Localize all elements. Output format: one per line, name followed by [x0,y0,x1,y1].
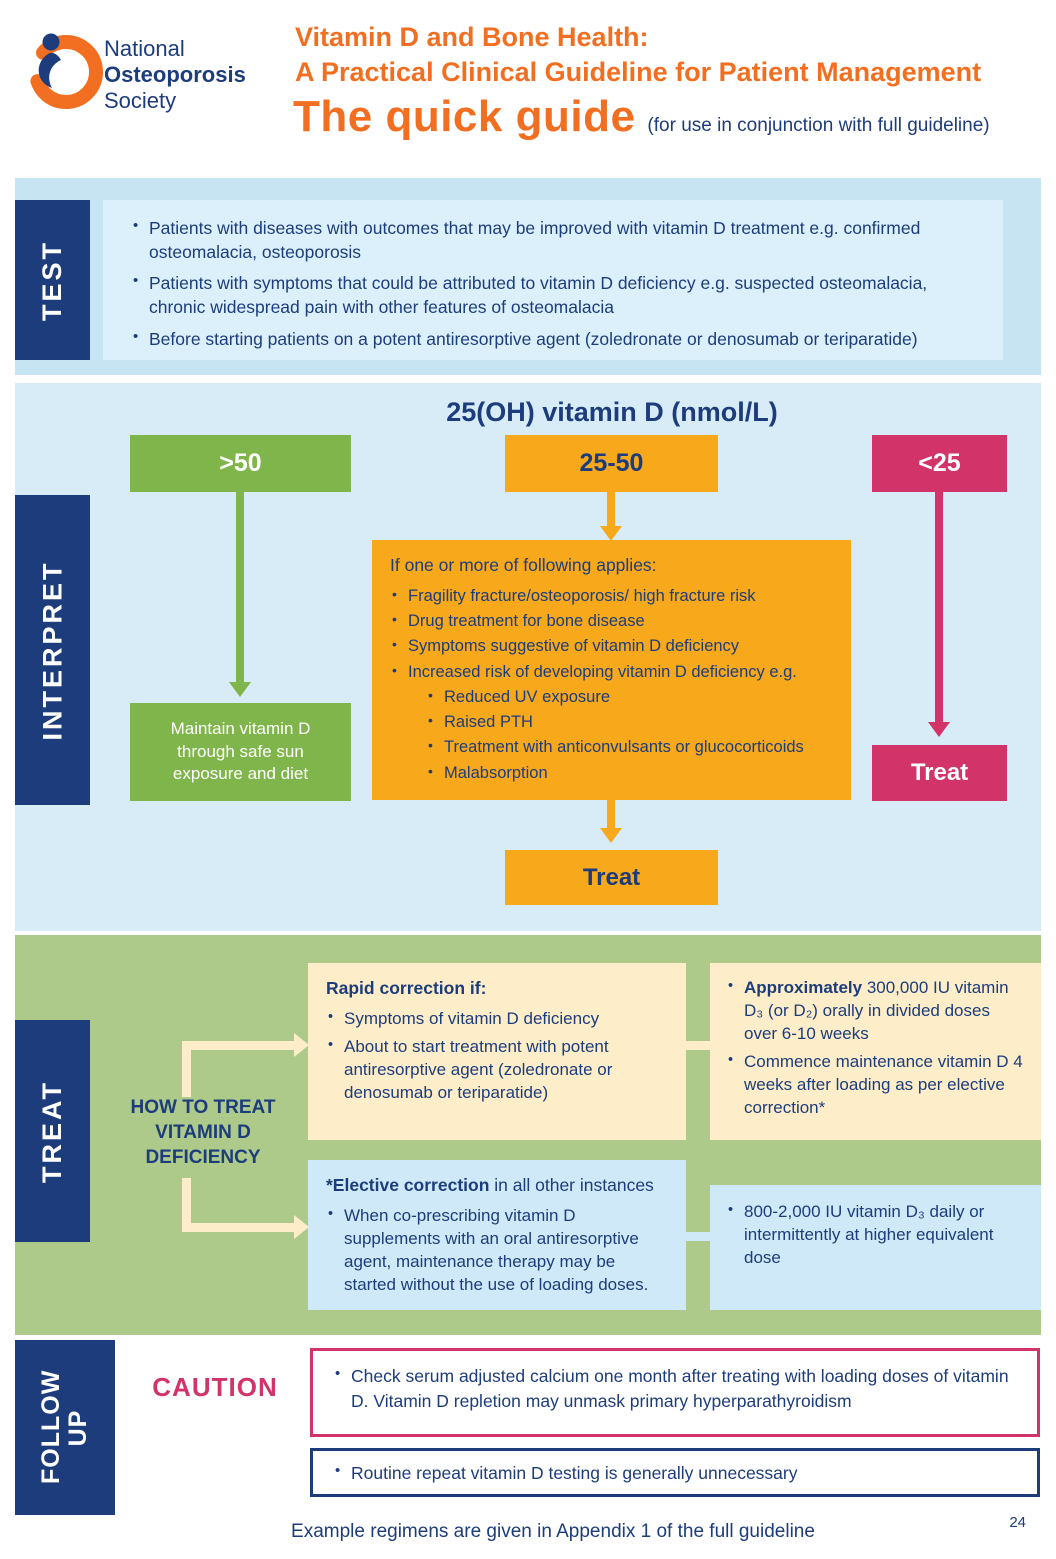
elective-correction-list: When co-prescribing vitamin D supplement… [326,1205,668,1297]
list-item: Treatment with anticonvulsants or glucoc… [426,736,833,758]
doc-title-line1: Vitamin D and Bone Health: [295,22,649,52]
maintain-outcome-box: Maintain vitamin D through safe sun expo… [130,703,351,801]
green-arrow-down-icon [229,682,251,697]
nos-logo-text: National Osteoporosis Society [104,36,246,114]
range-box-over-50: >50 [130,435,351,492]
range-box-25-50: 25-50 [505,435,718,492]
range-box-under-25: <25 [872,435,1007,492]
criteria-title: If one or more of following applies: [390,555,657,575]
test-section-label: TEST [15,200,90,360]
quick-guide-row: The quick guide (for use in conjunction … [293,92,990,142]
how-to-treat-heading: HOW TO TREAT VITAMIN D DEFICIENCY [130,1097,276,1169]
interpret-section: 25(OH) vitamin D (nmol/L) INTERPRET >50 … [15,383,1041,931]
caution-list: Check serum adjusted calcium one month a… [333,1364,1017,1413]
criteria-sub-list: Reduced UV exposure Raised PTH Treatment… [426,686,833,784]
list-item: Commence maintenance vitamin D 4 weeks a… [726,1051,1025,1120]
elective-title-bold: *Elective correction [326,1175,490,1195]
elective-dose-box: 800-2,000 IU vitamin D₃ daily or intermi… [710,1185,1041,1310]
follow-up-section-label: FOLLOW UP [15,1340,115,1515]
logo-name-line3: Society [104,88,177,113]
list-item: Raised PTH [426,711,833,733]
logo-name-line1: National [104,36,185,61]
list-item: Symptoms of vitamin D deficiency [326,1008,668,1031]
treat-section-label: TREAT [15,1020,90,1242]
doc-title-line2: A Practical Clinical Guideline for Patie… [295,57,982,87]
list-item: Reduced UV exposure [426,686,833,708]
treat-action-mid-text: Treat [582,863,641,891]
treat-section-label-text: TREAT [37,1079,67,1183]
test-criteria-box: Patients with diseases with outcomes tha… [103,200,1003,360]
cream-arrow-right-icon-bottom [294,1215,309,1239]
criteria-item-text: Increased risk of developing vitamin D d… [408,662,797,681]
amber-arrow-shaft-bottom [607,800,615,828]
amber-arrow-down-icon-top [600,526,622,541]
cream-box-connector [686,1041,710,1050]
list-item: Routine repeat vitamin D testing is gene… [333,1461,1017,1486]
test-section: TEST Patients with diseases with outcome… [15,178,1041,375]
list-item: 800-2,000 IU vitamin D₃ daily or intermi… [726,1201,1025,1270]
rapid-dose-list: Approximately 300,000 IU vitamin D₃ (or … [726,977,1025,1120]
cream-elbow-arrow-down-horizontal [182,1223,294,1232]
elective-correction-box: *Elective correction in all other instan… [308,1160,686,1310]
rapid-correction-title: Rapid correction if: [326,978,487,998]
elective-correction-title: *Elective correction in all other instan… [326,1174,668,1197]
list-item: Increased risk of developing vitamin D d… [390,661,833,784]
list-item: When co-prescribing vitamin D supplement… [326,1205,668,1297]
follow-up-section: FOLLOW UP CAUTION Check serum adjusted c… [0,1340,1056,1520]
elective-dose-list: 800-2,000 IU vitamin D₃ daily or intermi… [726,1201,1025,1270]
pink-arrow-down-icon [928,722,950,737]
amber-arrow-shaft-top [607,492,615,526]
cream-elbow-arrow-up-vertical [182,1041,191,1097]
treat-action-box-mid: Treat [505,850,718,905]
pink-arrow-shaft [935,492,943,722]
quick-guide-note: (for use in conjunction with full guidel… [647,115,990,136]
footer-note: Example regimens are given in Appendix 1… [291,1521,815,1542]
list-item: Before starting patients on a potent ant… [131,327,975,351]
routine-testing-box: Routine repeat vitamin D testing is gene… [310,1448,1040,1497]
interpret-section-label: INTERPRET [15,495,90,805]
list-item: Drug treatment for bone disease [390,610,833,632]
maintain-outcome-text: Maintain vitamin D through safe sun expo… [170,718,311,784]
list-item: Symptoms suggestive of vitamin D deficie… [390,635,833,657]
blue-box-connector [686,1232,710,1241]
cream-elbow-arrow-down-vertical [182,1178,191,1232]
list-item: Approximately 300,000 IU vitamin D₃ (or … [726,977,1025,1046]
range-over-50-value: >50 [219,449,262,477]
rapid-dose-box: Approximately 300,000 IU vitamin D₃ (or … [710,963,1041,1140]
logo-name-line2: Osteoporosis [104,62,246,87]
cream-arrow-right-icon-top [294,1033,309,1057]
treat-section: TREAT HOW TO TREAT VITAMIN D DEFICIENCY … [15,935,1041,1335]
mid-range-criteria-box: If one or more of following applies: Fra… [372,540,851,800]
list-item: Patients with symptoms that could be att… [131,271,975,319]
elective-title-rest: in all other instances [489,1175,654,1195]
list-item: Malabsorption [426,762,833,784]
list-item: Check serum adjusted calcium one month a… [333,1364,1017,1413]
treat-action-box-low: Treat [872,745,1007,801]
follow-up-section-label-text: FOLLOW UP [37,1369,92,1484]
list-item: Patients with diseases with outcomes tha… [131,216,975,264]
list-item: Fragility fracture/osteoporosis/ high fr… [390,585,833,607]
vitamin-d-scale-title: 25(OH) vitamin D (nmol/L) [446,397,778,427]
rapid-correction-box: Rapid correction if: Symptoms of vitamin… [308,963,686,1140]
list-item: About to start treatment with potent ant… [326,1036,668,1105]
dose-bold-text: Approximately [744,978,863,997]
range-under-25-value: <25 [918,449,961,477]
treat-action-low-text: Treat [910,759,969,786]
page-number: 24 [1009,1514,1026,1531]
test-section-label-text: TEST [37,239,68,321]
routine-list: Routine repeat vitamin D testing is gene… [333,1461,1017,1486]
range-25-50-value: 25-50 [579,449,644,477]
amber-arrow-down-icon-bottom [600,828,622,843]
test-criteria-list: Patients with diseases with outcomes tha… [131,216,975,351]
criteria-list: Fragility fracture/osteoporosis/ high fr… [390,585,833,784]
green-arrow-shaft [236,492,244,682]
quick-guide-title: The quick guide [293,92,636,141]
nos-logo-icon [29,33,103,109]
cream-elbow-arrow-up-horizontal [182,1041,294,1050]
caution-box: Check serum adjusted calcium one month a… [310,1348,1040,1437]
interpret-section-label-text: INTERPRET [37,559,68,741]
rapid-correction-list: Symptoms of vitamin D deficiency About t… [326,1008,668,1105]
dose-rest-text: 300,000 IU vitamin D₃ (or D₂) orally in … [744,978,1009,1043]
caution-label: CAUTION [152,1372,278,1402]
